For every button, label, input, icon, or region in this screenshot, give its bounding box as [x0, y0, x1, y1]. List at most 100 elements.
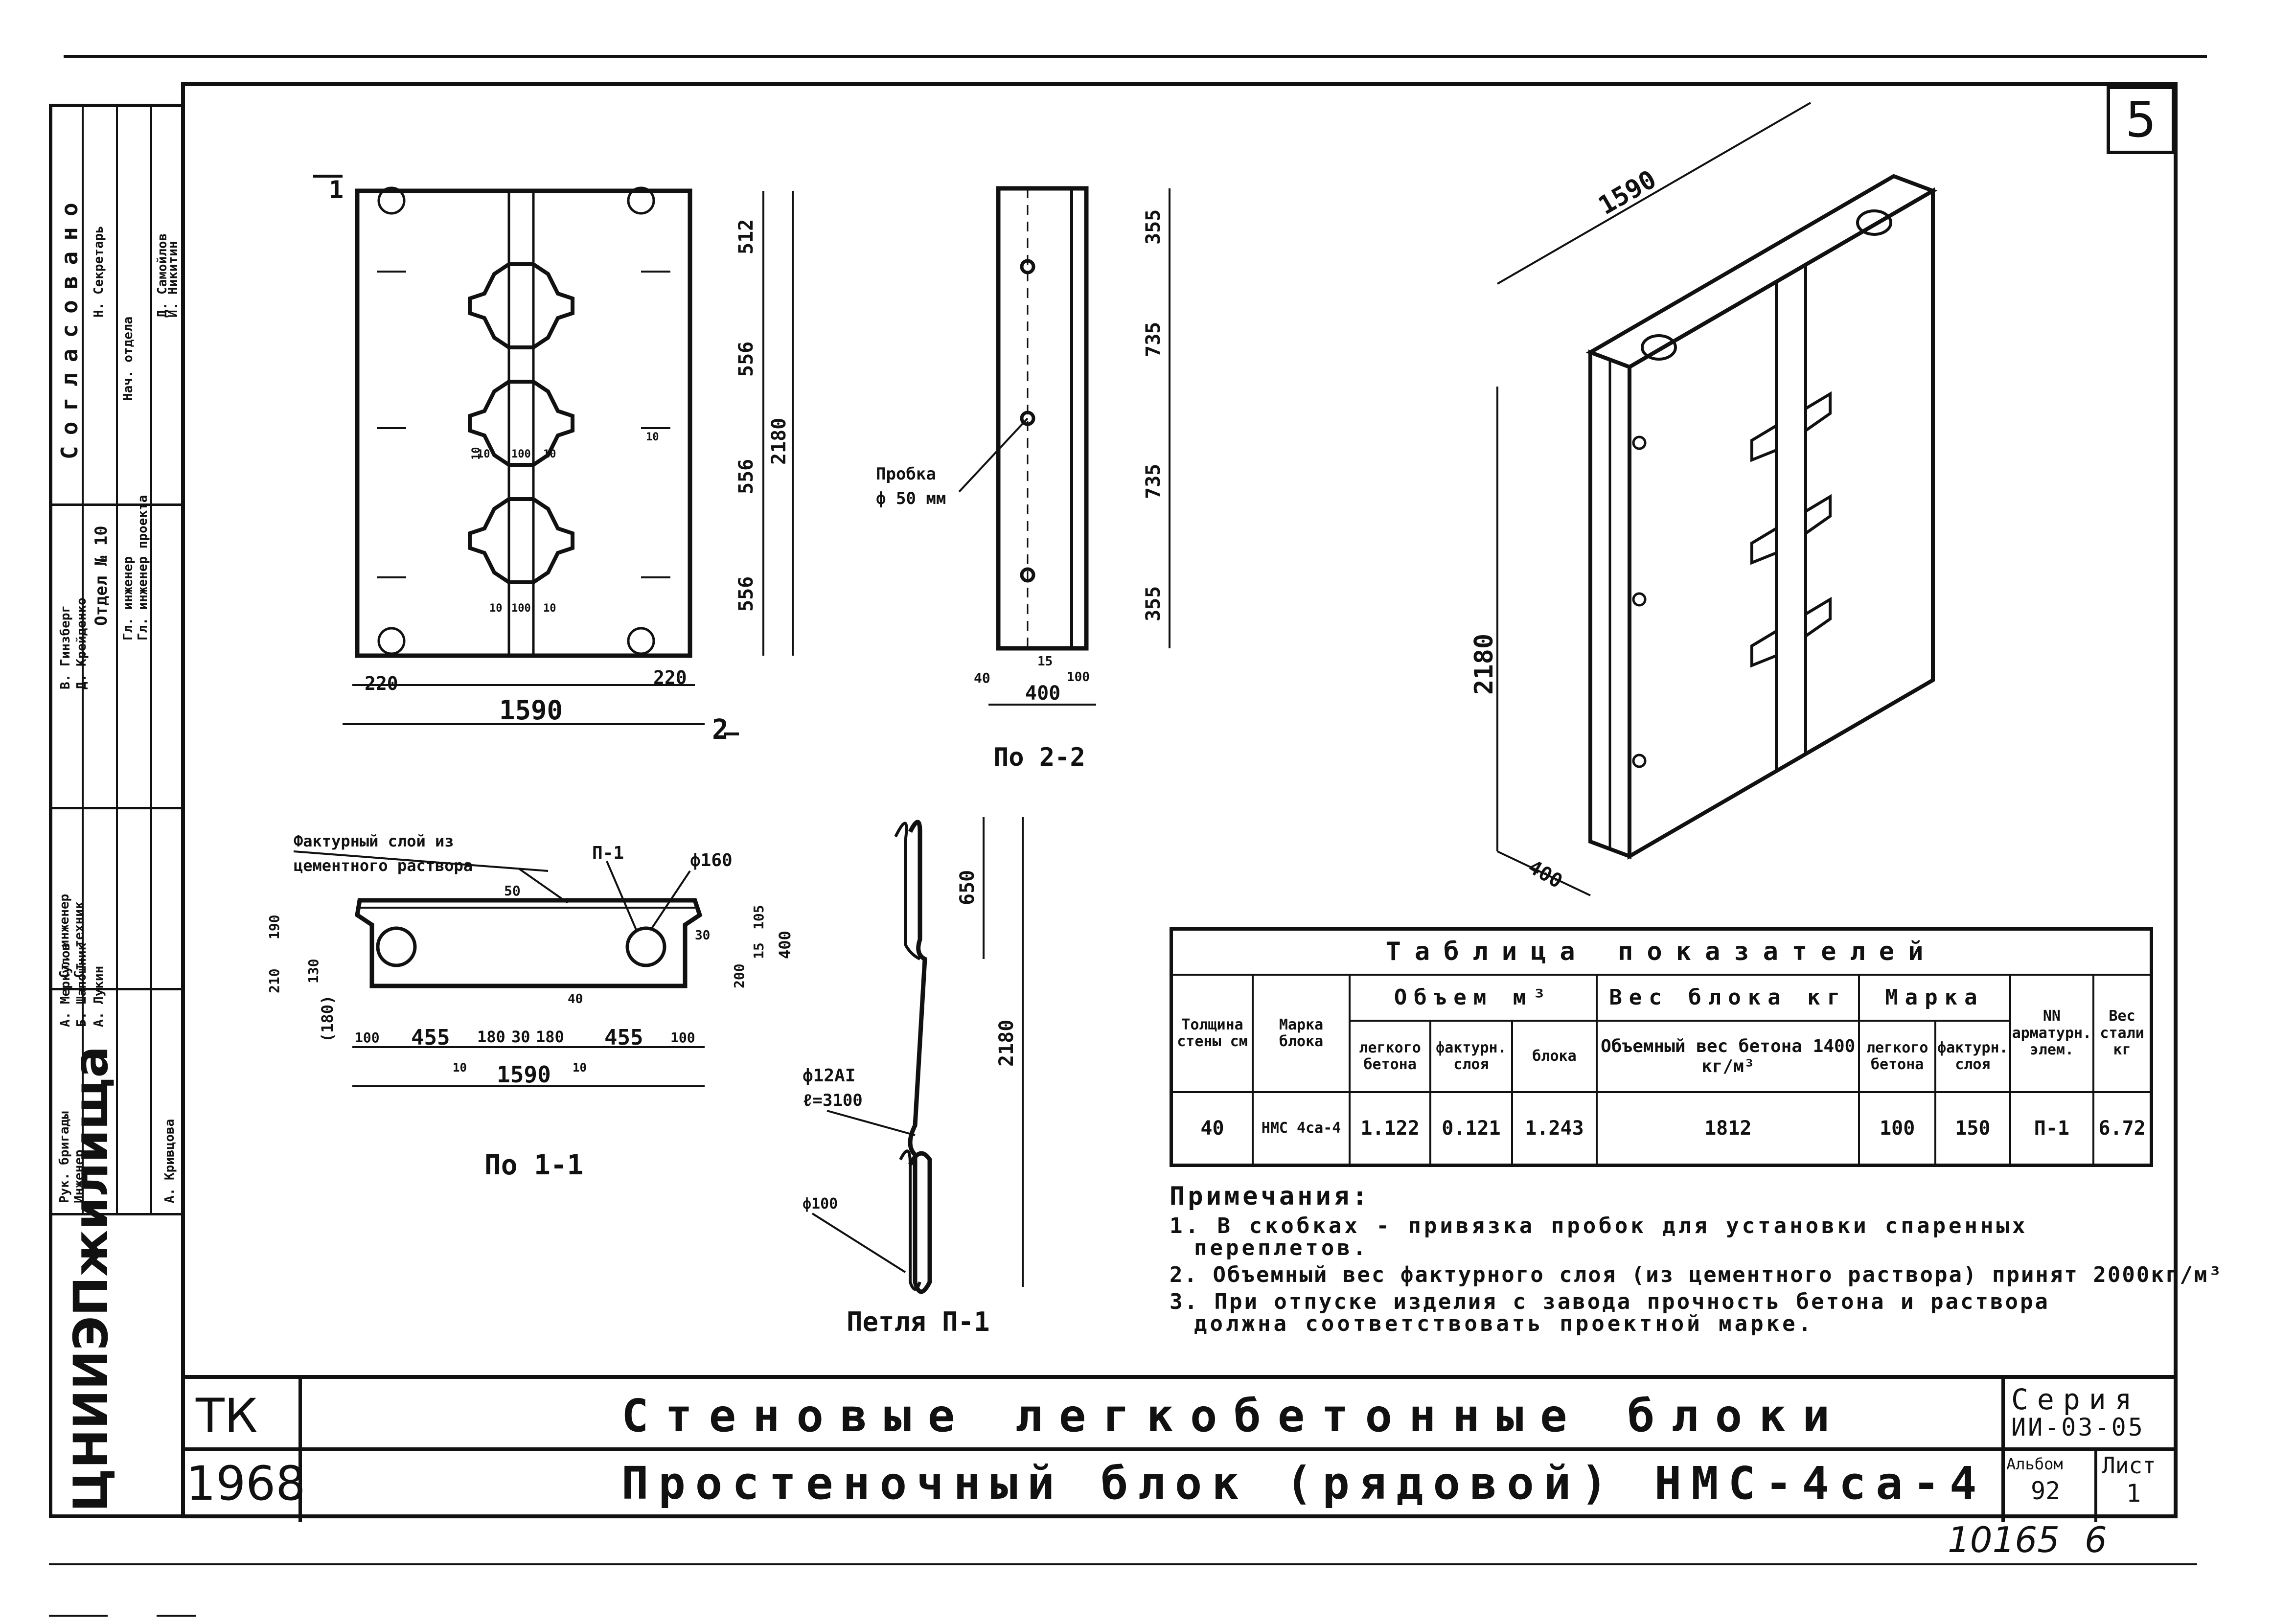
loop-wire: [908, 820, 932, 1294]
front-dim-v-3: 556: [735, 459, 757, 494]
col-steel: Вес стали кг: [2092, 974, 2153, 1093]
section-layer-leader-1: [293, 850, 549, 872]
iso-dim-length: 1590: [1594, 165, 1661, 221]
section-1-1: Фактурный слой из цементного раствора П-…: [266, 832, 794, 1181]
sub-facing: фактурн. слоя: [1429, 1020, 1513, 1093]
title-year: 1968: [186, 1456, 306, 1511]
section-right-dim-4: 400: [776, 931, 794, 959]
group-grade: Марка: [1858, 973, 2011, 1022]
sub-block: блока: [1511, 1020, 1598, 1093]
side-view-outline: [996, 186, 1089, 651]
loop-rebar: ф12АI: [803, 1066, 855, 1086]
section-right-dim-3: 15: [751, 942, 767, 959]
iso-key-2: [1750, 494, 1832, 565]
bottom-corner-tick-1: [49, 1615, 108, 1617]
sheet-number: 5: [2107, 86, 2175, 154]
row-v-facing: 0.121: [1429, 1091, 1513, 1167]
sidebar-divider-2: [116, 107, 118, 1213]
front-small-dim-5: 10: [489, 602, 503, 615]
front-view: 1590 220 220 1 2 512 556 556 556 2180 10…: [313, 175, 794, 746]
section-dim-bottom-6: 455: [604, 1025, 643, 1050]
iso-top-face: [1585, 174, 1938, 369]
row-rebar: П-1: [2009, 1091, 2095, 1167]
iso-dim-height: 2180: [1469, 634, 1499, 695]
row-weight: 1812: [1596, 1091, 1860, 1167]
row-steel: 6.72: [2092, 1091, 2153, 1167]
front-small-dim-4: 10: [543, 448, 556, 460]
front-dim-v-1: 512: [735, 219, 757, 254]
sidebar-divider-1: [82, 107, 84, 1213]
front-small-dim-3: 100: [511, 448, 531, 460]
album-label: Альбом: [2006, 1455, 2063, 1473]
side-dim-c: 100: [1067, 670, 1090, 685]
title-line-1: Стеновые легкобетонные блоки: [621, 1390, 1846, 1442]
note-line-2: переплетов.: [1194, 1235, 1369, 1260]
iso-plug-1: [1632, 435, 1647, 450]
bottom-corner-tick-2: [157, 1615, 196, 1617]
sub-weight: Объемный вес бетона 1400 кг/м³: [1596, 1020, 1860, 1093]
front-dim-width: 1590: [499, 695, 563, 726]
col-mark: Марка блока: [1251, 974, 1351, 1093]
sidebar-hline-1: [52, 503, 181, 506]
approval-sidebar: Согласовано Отдел № 10 Нач. отдела Гл. и…: [49, 104, 181, 1518]
series-value: ИИ-03-05: [2011, 1413, 2145, 1441]
inventory-number: 10165: [1948, 1519, 2060, 1560]
sidebar-hline-4: [52, 1213, 181, 1215]
loop-wire-inner: [894, 822, 921, 1291]
side-view: 355 735 735 355 Пробка ф 50 мм 40 15 100…: [876, 186, 1170, 772]
front-small-dim-8: 10: [646, 431, 659, 443]
album-value: 92: [2031, 1477, 2061, 1505]
section-left-dim-1: 210: [266, 968, 282, 993]
iso-dim-thickness: 400: [1524, 856, 1566, 893]
note-line-3: 2. Объемный вес фактурного слоя (из цеме…: [1170, 1262, 2223, 1287]
section-void-left: [376, 926, 417, 967]
side-dim-b: 15: [1037, 654, 1053, 669]
note-line-5: должна соответствовать проектной марке.: [1194, 1311, 1814, 1336]
title-block-vline-1: [298, 1379, 302, 1522]
front-dim-v-2: 556: [735, 342, 757, 377]
section-layer-leader-2: [518, 868, 569, 904]
section-dim-bottom-3: 180: [477, 1028, 505, 1046]
section-loop-label: П-1: [592, 843, 624, 863]
front-loop-hole-2: [627, 186, 655, 215]
iso-key-3: [1750, 596, 1832, 668]
side-dim-v-3: 735: [1142, 464, 1165, 499]
loop-diam-leader: [811, 1212, 906, 1273]
section-dim-bottom-2: 455: [411, 1025, 450, 1050]
sub-grade-light: легкого бетона: [1858, 1020, 1937, 1093]
front-dim-edge-right: 220: [653, 667, 687, 688]
iso-plug-2: [1632, 592, 1647, 607]
section-mid-dim-2: 30: [695, 928, 710, 943]
loop-total-dim: 2180: [995, 1020, 1018, 1067]
iso-hole-2: [1856, 209, 1892, 236]
front-small-dim-1: 10: [470, 447, 482, 460]
front-view-outline: [355, 188, 692, 658]
sheet-value: 1: [2126, 1479, 2141, 1508]
side-dim-v-4: 355: [1142, 586, 1165, 621]
section-layer-label-1: Фактурный слой из: [294, 832, 454, 850]
iso-key-1: [1750, 391, 1832, 462]
title-code: ТК: [196, 1389, 258, 1443]
parameters-table: Таблица показателей Толщина стены см Мар…: [1170, 927, 2153, 1167]
drawing-frame: [181, 82, 2178, 1518]
section-sub-dim-2: 10: [573, 1061, 587, 1075]
loop-top-dim: 650: [956, 870, 979, 905]
section-label: По 1-1: [484, 1149, 583, 1181]
front-key-2: [468, 380, 574, 467]
side-plug-size: ф 50 мм: [876, 489, 946, 508]
section-outline: [355, 898, 703, 988]
bottom-line: [49, 1563, 2197, 1565]
section-layer-label-2: цементного раствора: [294, 856, 473, 875]
loop-drawing: 650 2180 ф12АI ℓ=3100 ф100 Петля П-1: [803, 817, 1024, 1337]
row-v-block: 1.243: [1511, 1091, 1598, 1167]
group-weight: Вес блока кг: [1596, 973, 1860, 1022]
sub-grade-facing: фактурн. слоя: [1934, 1020, 2011, 1093]
row-grade-facing: 150: [1934, 1091, 2011, 1167]
iso-side-face: [1628, 187, 1935, 860]
front-dim-edge-left: 220: [365, 673, 398, 694]
loop-length: ℓ=3100: [803, 1091, 863, 1110]
section-mid-dim-3: 40: [568, 992, 583, 1006]
sheet-label: Лист: [2102, 1452, 2156, 1479]
section-diam-label: ф160: [690, 850, 733, 870]
